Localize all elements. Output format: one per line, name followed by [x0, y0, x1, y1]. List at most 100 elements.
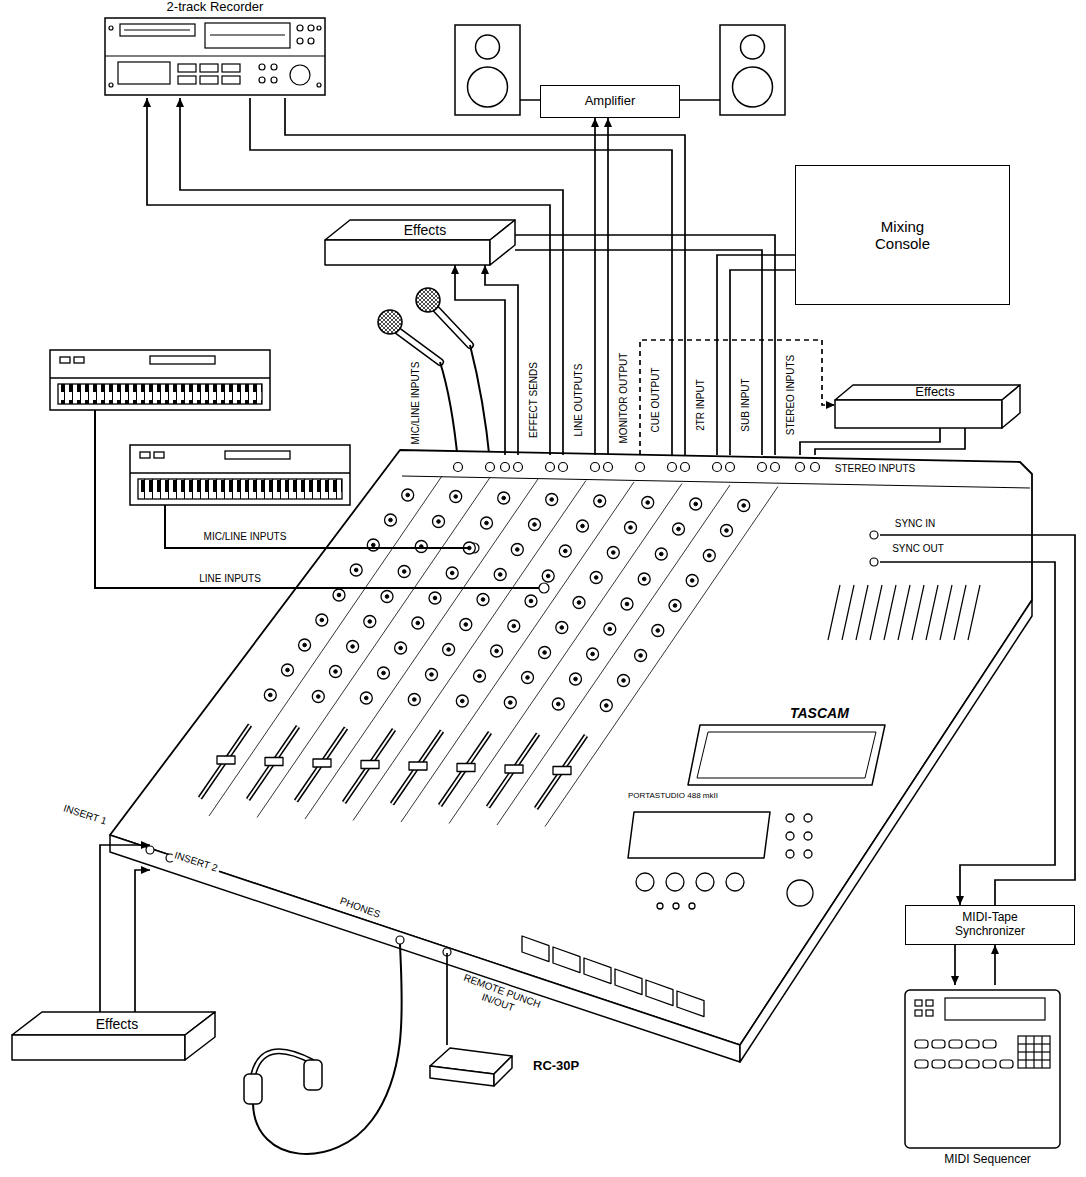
mixer-drawing — [636, 463, 645, 472]
signal-cable — [143, 98, 550, 455]
effects-unit-drawing — [1002, 385, 1020, 428]
foot-pedal: RC-30P — [425, 1045, 610, 1090]
mixer-drawing — [146, 463, 878, 957]
speaker — [733, 67, 773, 107]
recorder-drawing — [222, 76, 240, 84]
recorder-drawing — [308, 38, 314, 44]
arrowhead — [141, 866, 150, 874]
jack-label: SYNC IN — [893, 518, 938, 530]
signal-cable — [717, 255, 795, 455]
cable-label: MIC/LINE INPUTS — [202, 531, 289, 543]
sequencer-drawing — [915, 1040, 928, 1048]
unit-label: TASCAM — [790, 705, 849, 721]
mixer-drawing — [811, 463, 820, 472]
microphone — [398, 331, 440, 362]
cable-line — [717, 255, 795, 455]
mixer-drawing — [628, 812, 770, 858]
cable-line — [607, 118, 609, 455]
arrowhead — [591, 118, 599, 127]
mixer-drawing — [786, 814, 794, 822]
headphones — [244, 1074, 262, 1104]
mixer-drawing — [758, 463, 767, 472]
keyboard — [50, 377, 270, 378]
sequencer-drawing — [926, 1010, 933, 1016]
keyboard — [60, 357, 70, 363]
mixer-drawing — [636, 814, 813, 909]
cable-label: LINE INPUTS — [197, 573, 263, 585]
recorder-drawing — [297, 38, 303, 44]
speaker — [720, 25, 785, 115]
unit-label: Amplifier — [545, 94, 675, 109]
mixer-drawing — [828, 585, 980, 640]
keyboard — [138, 479, 342, 499]
microphone — [398, 331, 440, 362]
effects-unit-drawing — [835, 385, 1020, 400]
arrowhead — [956, 896, 964, 905]
jack-label: PHONES — [336, 894, 384, 921]
recorder-drawing — [109, 83, 113, 87]
sequencer-drawing — [905, 990, 1060, 1148]
mixer-drawing — [522, 936, 549, 962]
recorder-drawing — [222, 64, 240, 72]
microphone — [470, 345, 490, 462]
effects-unit-drawing — [185, 1012, 215, 1060]
sequencer-drawing — [1000, 1060, 1013, 1068]
effects-unit: Effects — [325, 220, 515, 265]
effects-unit: Effects — [835, 385, 1020, 428]
cable-line — [515, 235, 775, 455]
sequencer-device: MIDI Sequencer — [900, 985, 1075, 1172]
mixer-drawing — [591, 463, 600, 472]
cable-line — [594, 118, 596, 455]
unit-label: 2-track Recorder — [100, 0, 330, 15]
effects-unit-drawing — [325, 240, 490, 265]
mixer-drawing — [856, 585, 868, 640]
jack-label: CUE OUTPUT — [650, 366, 662, 435]
recorder-drawing — [178, 64, 196, 72]
cable-line — [880, 562, 1055, 905]
keyboard-cable — [95, 410, 539, 588]
mixer-drawing — [486, 463, 495, 472]
mixer-drawing — [396, 936, 404, 944]
unit-label: Effects — [365, 222, 485, 238]
recorder-drawing — [105, 18, 325, 95]
mixer-drawing — [726, 873, 744, 891]
mixer-drawing — [553, 947, 580, 973]
mixer-drawing — [713, 463, 722, 472]
keyboard-cable — [95, 410, 539, 588]
jack-label: INSERT 1 — [60, 802, 110, 828]
mixer-drawing — [804, 850, 812, 858]
recorder-drawing — [297, 25, 303, 31]
speaker — [455, 25, 520, 115]
recorder-drawing — [205, 23, 290, 48]
effects-unit-drawing — [12, 1035, 185, 1060]
mixer-drawing — [539, 583, 549, 593]
keyboard — [154, 452, 164, 458]
mixer-drawing — [870, 531, 878, 539]
signal-cable — [800, 428, 940, 455]
mixer-drawing — [870, 558, 878, 566]
mixer-drawing — [786, 832, 794, 840]
jack-label: SYNC OUT — [890, 543, 946, 555]
jack-label: REMOTE PUNCH IN/OUT — [455, 971, 546, 1024]
mixer-drawing — [689, 903, 695, 909]
mixer-drawing — [796, 463, 805, 472]
jack-label: STEREO INPUTS — [833, 463, 918, 475]
model-label: PORTASTUDIO 488 mkII — [628, 791, 718, 800]
headphones — [253, 944, 402, 1154]
mixer-drawing — [697, 732, 876, 778]
mixer-drawing — [514, 463, 523, 472]
arrowhead — [951, 976, 959, 985]
pedal-drawing — [430, 1066, 494, 1086]
recorder-device: 2-track Recorder — [100, 0, 330, 98]
cable-line — [180, 98, 563, 455]
recorder-drawing — [317, 83, 321, 87]
effects-unit: Effects — [12, 1012, 215, 1060]
mixer-drawing — [787, 880, 813, 906]
unit-label: MIDI Sequencer — [900, 1153, 1075, 1167]
mixer-drawing — [522, 936, 704, 1017]
effects-unit-drawing — [325, 220, 515, 240]
cable-line — [147, 98, 550, 455]
speaker — [455, 25, 785, 115]
mixer-drawing — [666, 873, 684, 891]
